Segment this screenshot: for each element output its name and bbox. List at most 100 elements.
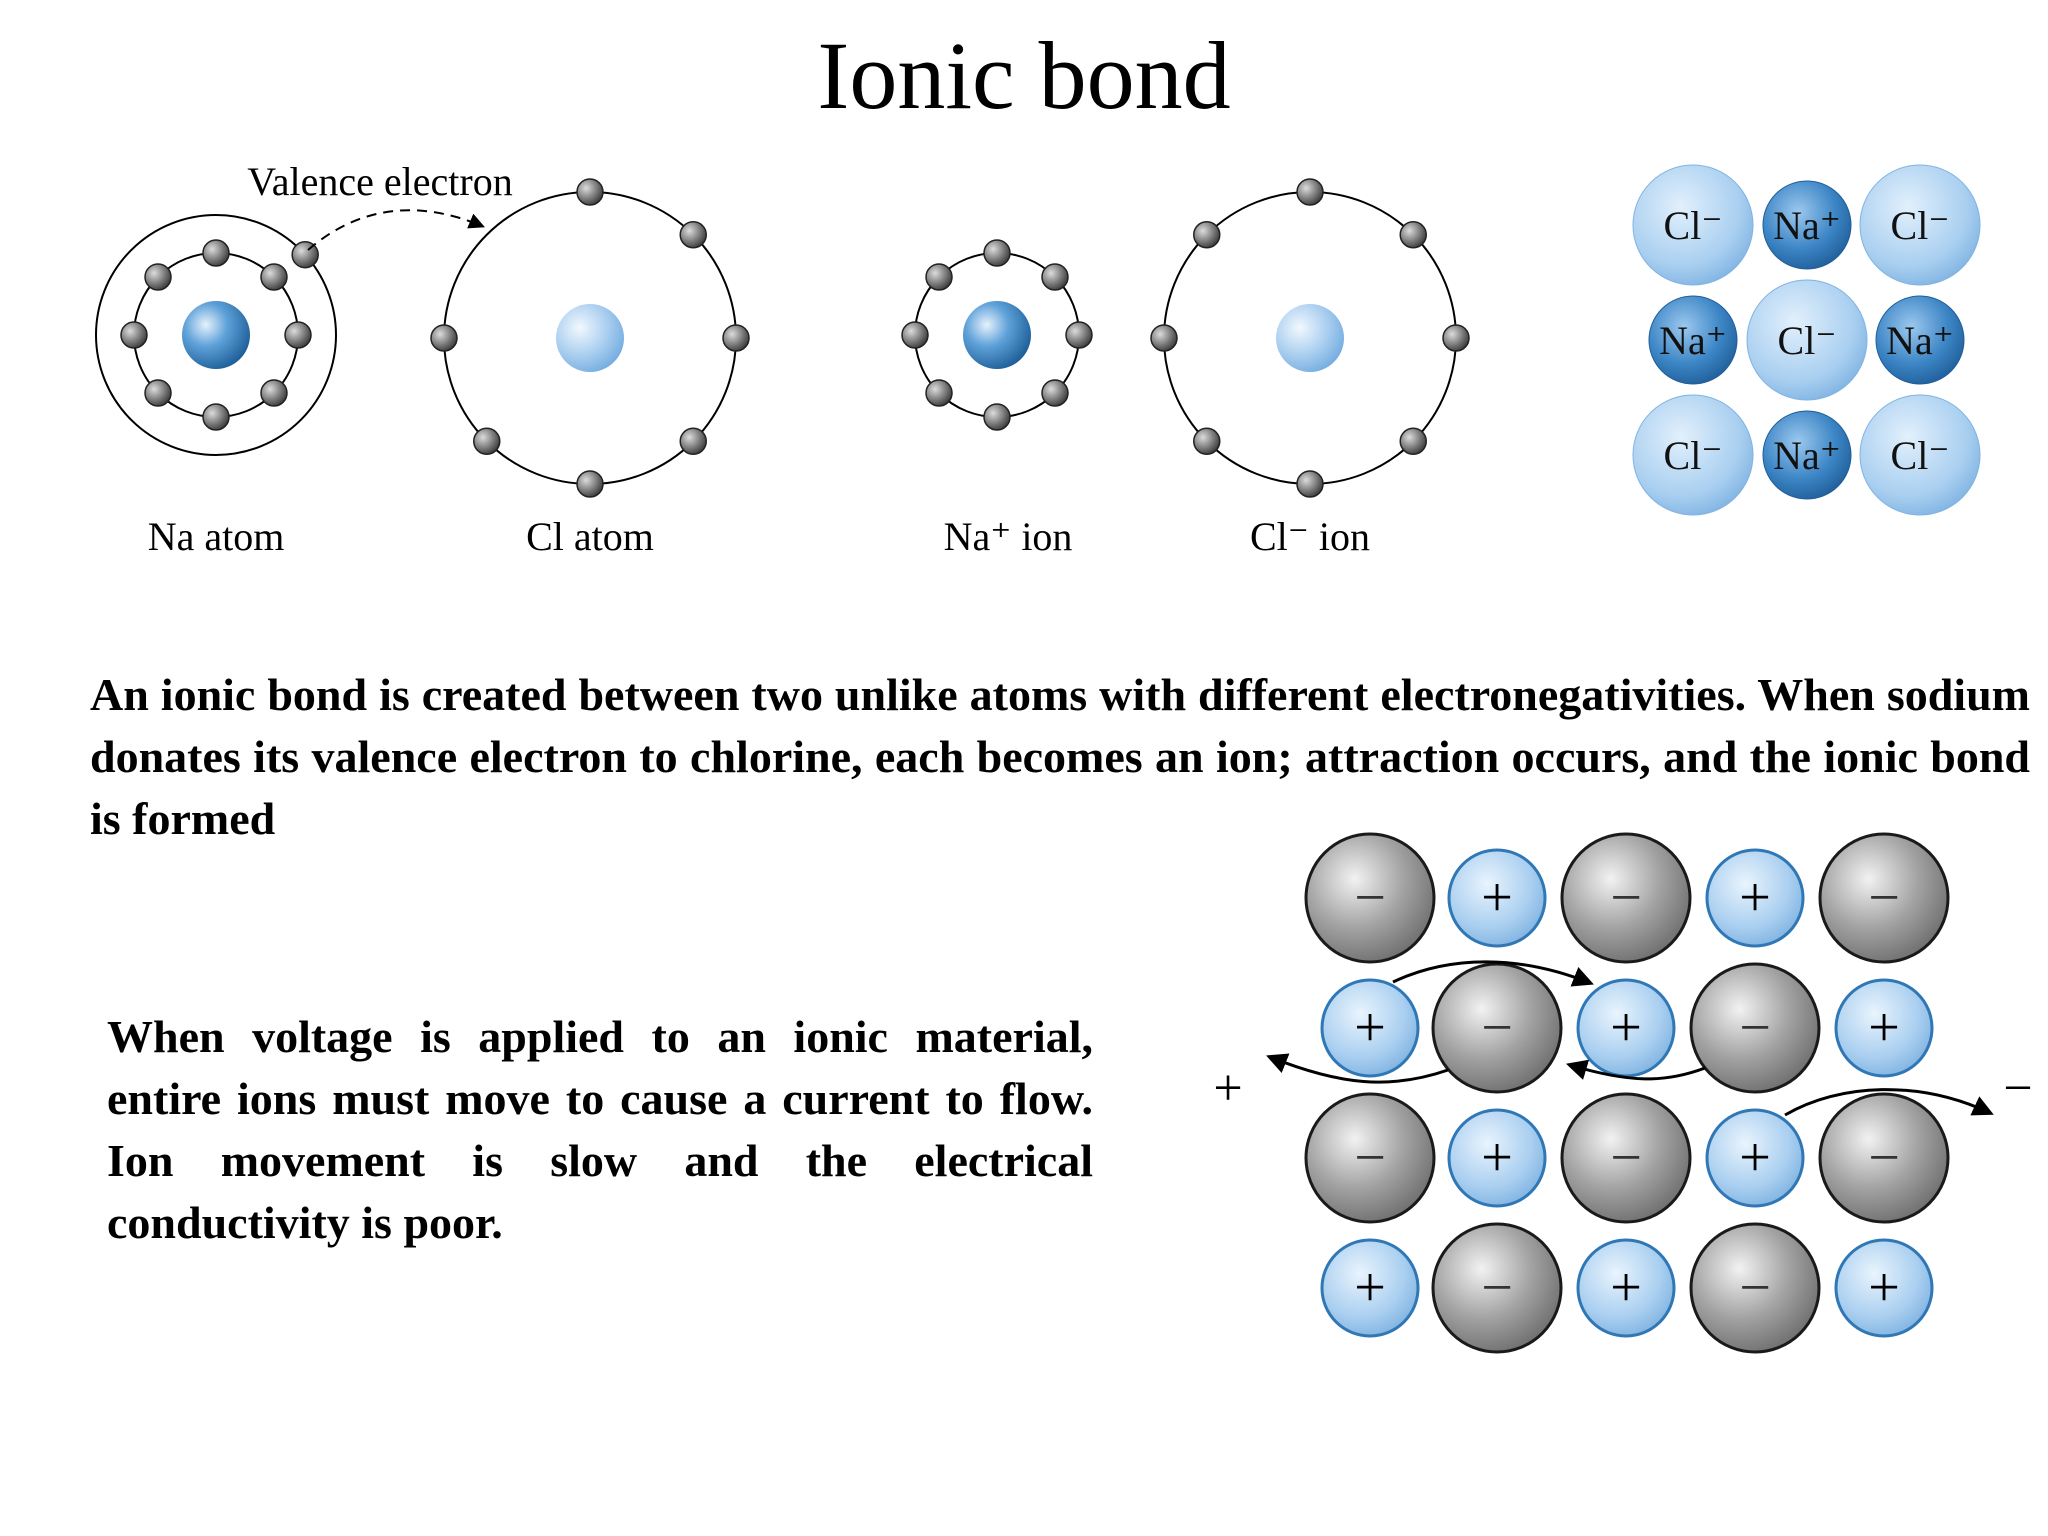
electron (202, 403, 230, 431)
valence-transfer-arrow (307, 209, 485, 251)
ionic-bond-description: An ionic bond is created between two unl… (90, 669, 2030, 844)
conductivity-description: When voltage is applied to an ionic mate… (107, 1011, 1093, 1248)
lattice-grid: −+−+−+−+−+−+−+−+−+−+ (1304, 832, 1950, 1354)
sodium-ion (1762, 180, 1852, 270)
negative-terminal: − (2003, 1060, 2032, 1117)
na-ion-label: Na⁺ ion (944, 514, 1073, 559)
cl-atom (430, 178, 750, 498)
anion (1431, 1222, 1563, 1354)
electron (722, 324, 750, 352)
slide-title: Ionic bond (817, 22, 1231, 129)
ion-motion-arrow (1266, 1053, 1449, 1084)
anion (1560, 1092, 1692, 1224)
electron (1399, 221, 1427, 249)
electron (120, 321, 148, 349)
ion-motion-arrow (1565, 1059, 1706, 1081)
crystal-ion-label: Na⁺ (1773, 203, 1841, 248)
ion-charge-label: − (1481, 1257, 1513, 1319)
electron (901, 321, 929, 349)
electron (679, 427, 707, 455)
chloride-ion (1632, 394, 1754, 516)
chloride-ion (1859, 394, 1981, 516)
ion-charge-label: − (1868, 867, 1900, 929)
electron (1150, 324, 1178, 352)
electron (260, 379, 288, 407)
ion-charge-label: − (1610, 867, 1642, 929)
na-ion (901, 239, 1093, 431)
cation (1320, 978, 1420, 1078)
electron (1296, 470, 1324, 498)
electron (473, 427, 501, 455)
na-atom-label: Na atom (148, 514, 285, 559)
cl-nucleus (556, 304, 624, 372)
electron (925, 263, 953, 291)
electron (925, 379, 953, 407)
anion (1304, 1092, 1436, 1224)
anion (1818, 1092, 1950, 1224)
chloride-ion (1746, 279, 1868, 401)
valence-electron (291, 240, 319, 269)
ion-lattice-diagram: −+−+−+−+−+−+−+−+−+−+ + − (1213, 832, 2033, 1354)
crystal-ion-label: Cl⁻ (1778, 318, 1837, 363)
cl-ion-electrons (1150, 178, 1470, 498)
ion-charge-label: − (1610, 1127, 1642, 1189)
electron (1399, 427, 1427, 455)
cation (1705, 1108, 1805, 1208)
cation (1447, 1108, 1547, 1208)
ion-charge-label: + (1481, 1127, 1513, 1189)
ion-charge-label: − (1354, 867, 1386, 929)
electron (260, 263, 288, 291)
anion (1304, 832, 1436, 964)
ion-charge-label: − (1481, 997, 1513, 1059)
electron (679, 221, 707, 249)
nacl-crystal: Cl⁻Na⁺Cl⁻Na⁺Cl⁻Na⁺Cl⁻Na⁺Cl⁻ (1632, 164, 1981, 516)
ion-motion-arrow (1784, 1088, 1994, 1117)
electron (1193, 427, 1221, 455)
cation (1447, 848, 1547, 948)
ion-charge-label: + (1354, 997, 1386, 1059)
crystal-ion-label: Na⁺ (1659, 318, 1727, 363)
electron (1041, 379, 1069, 407)
crystal-ion-label: Na⁺ (1773, 433, 1841, 478)
crystal-ion-label: Cl⁻ (1891, 203, 1950, 248)
cl-electrons (430, 178, 750, 498)
electron (576, 470, 604, 498)
chloride-ion (1632, 164, 1754, 286)
crystal-ion-label: Cl⁻ (1664, 433, 1723, 478)
chloride-ion (1859, 164, 1981, 286)
na-nucleus (182, 301, 250, 369)
crystal-ion-label: Cl⁻ (1891, 433, 1950, 478)
ion-charge-label: + (1481, 867, 1513, 929)
cation (1576, 1238, 1676, 1338)
ion-charge-label: − (1739, 997, 1771, 1059)
na-atom (95, 214, 337, 456)
ion-motion-arrow (1392, 960, 1594, 987)
anion (1560, 832, 1692, 964)
electron (144, 263, 172, 291)
ion-charge-label: + (1868, 1257, 1900, 1319)
ion-charge-label: − (1739, 1257, 1771, 1319)
electron (576, 178, 604, 206)
ion-charge-label: + (1739, 867, 1771, 929)
cl-atom-label: Cl atom (526, 514, 654, 559)
na-electrons (120, 239, 319, 431)
electron (1041, 263, 1069, 291)
na-ion-electrons (901, 239, 1093, 431)
anion (1431, 962, 1563, 1094)
ion-charge-label: + (1610, 1257, 1642, 1319)
electron (284, 321, 312, 349)
cl-ion-label: Cl⁻ ion (1250, 514, 1370, 559)
na-ion-nucleus (963, 301, 1031, 369)
crystal-ion-label: Na⁺ (1886, 318, 1954, 363)
ion-charge-label: − (1354, 1127, 1386, 1189)
sodium-ion (1875, 295, 1965, 385)
sodium-ion (1762, 410, 1852, 500)
anion (1689, 962, 1821, 1094)
cation (1320, 1238, 1420, 1338)
sodium-ion (1648, 295, 1738, 385)
ion-charge-label: + (1739, 1127, 1771, 1189)
electron (983, 403, 1011, 431)
ion-charge-label: + (1610, 997, 1642, 1059)
electron (144, 379, 172, 407)
cation (1834, 978, 1934, 1078)
